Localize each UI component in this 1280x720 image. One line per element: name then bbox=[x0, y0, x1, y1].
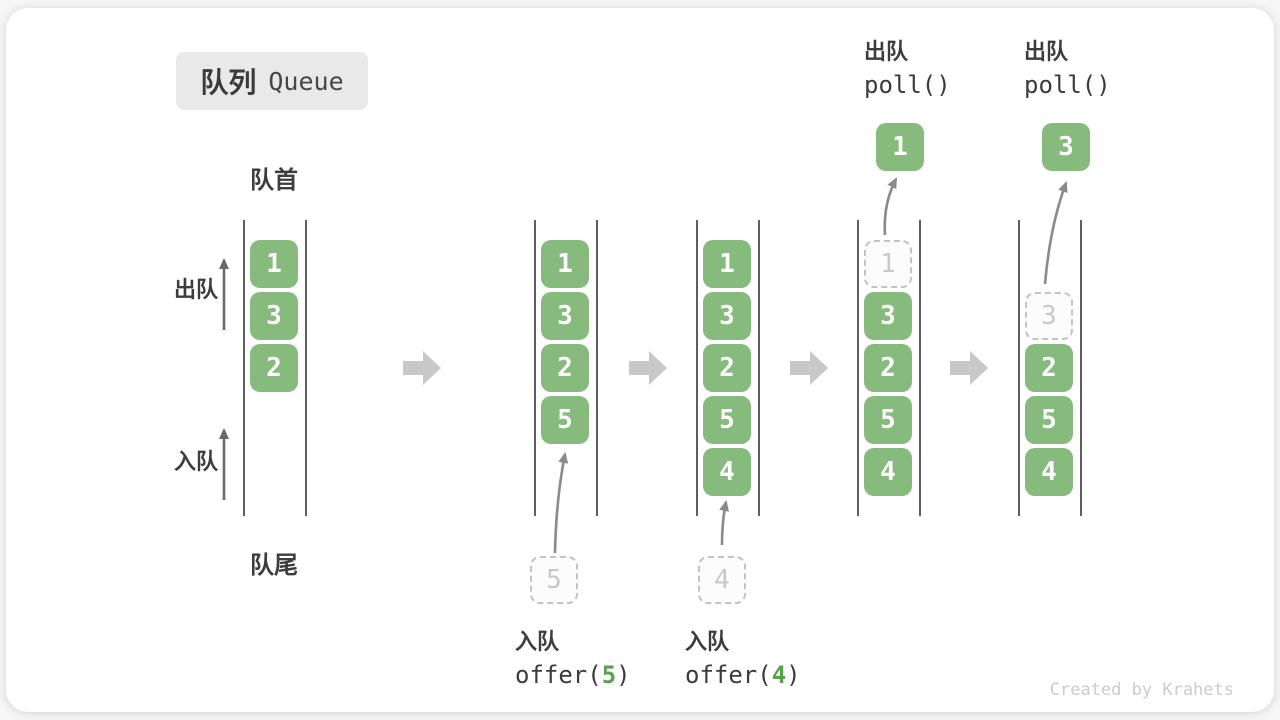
poll-1-caption-code: poll() bbox=[864, 71, 951, 99]
queue-cell: 5 bbox=[864, 396, 912, 444]
queue-cell-dashed: 3 bbox=[1025, 292, 1073, 340]
offer-5-caption: 入队 offer(5) bbox=[515, 626, 631, 692]
diagram-card: 队列 Queue 队首 队尾 出队 入队 出队 poll() 出队 poll()… bbox=[6, 8, 1274, 712]
offer-4-caption-code: offer(4) bbox=[685, 658, 801, 692]
poll-3-caption-action: 出队 bbox=[1024, 39, 1069, 64]
offer-5-caption-action: 入队 bbox=[515, 629, 560, 654]
title-badge: 队列 Queue bbox=[176, 52, 368, 110]
queue-cell: 5 bbox=[541, 396, 589, 444]
code-post: ) bbox=[786, 661, 801, 689]
queue-channel-line-left bbox=[857, 220, 859, 516]
code-arg: 5 bbox=[601, 661, 617, 689]
queue-channel-line-right bbox=[305, 220, 307, 516]
code-pre: offer( bbox=[685, 661, 772, 689]
incoming-item-box: 5 bbox=[530, 556, 578, 604]
queue-channel-line-left bbox=[1018, 220, 1020, 516]
queue-channel-line-right bbox=[1080, 220, 1082, 516]
queue-cell: 3 bbox=[703, 292, 751, 340]
queue-cell: 3 bbox=[541, 292, 589, 340]
code-post: ) bbox=[616, 661, 631, 689]
next-state-block-arrow bbox=[950, 351, 988, 385]
enqueue-curve-arrow bbox=[719, 500, 730, 546]
queue-cell: 4 bbox=[1025, 448, 1073, 496]
code-arg: 4 bbox=[771, 661, 787, 689]
queue-cell: 3 bbox=[864, 292, 912, 340]
polled-item-box: 1 bbox=[876, 123, 924, 171]
next-state-block-arrow bbox=[629, 351, 667, 385]
offer-4-caption: 入队 offer(4) bbox=[685, 626, 801, 692]
queue-cell: 2 bbox=[541, 344, 589, 392]
queue-cell: 1 bbox=[250, 240, 298, 288]
queue-cell-dashed: 1 bbox=[864, 240, 912, 288]
dequeue-curve-arrow bbox=[1043, 181, 1068, 285]
dequeue-label: 出队 bbox=[173, 277, 218, 302]
front-label: 队首 bbox=[250, 167, 298, 194]
code-pre: offer( bbox=[515, 661, 602, 689]
enqueue-curve-arrow bbox=[553, 452, 569, 554]
poll-1-caption-action: 出队 bbox=[864, 39, 909, 64]
watermark: Created by Krahets bbox=[1049, 680, 1234, 700]
queue-cell: 2 bbox=[703, 344, 751, 392]
poll-1-caption: 出队 poll() bbox=[864, 36, 951, 102]
queue-cell: 1 bbox=[541, 240, 589, 288]
queue-channel-line-left bbox=[243, 220, 245, 516]
title-zh: 队列 bbox=[200, 67, 257, 98]
arrows-overlay bbox=[219, 177, 1068, 554]
rear-label: 队尾 bbox=[250, 552, 298, 579]
dequeue-curve-arrow bbox=[883, 177, 898, 236]
queue-cell: 2 bbox=[864, 344, 912, 392]
queue-cell: 1 bbox=[703, 240, 751, 288]
queue-cell: 4 bbox=[703, 448, 751, 496]
queue-cell: 5 bbox=[1025, 396, 1073, 444]
queue-channel-line-right bbox=[758, 220, 760, 516]
offer-4-caption-action: 入队 bbox=[685, 629, 730, 654]
title-en: Queue bbox=[268, 66, 344, 96]
polled-item-box: 3 bbox=[1042, 123, 1090, 171]
next-state-block-arrow bbox=[790, 351, 828, 385]
queue-channel-line-right bbox=[596, 220, 598, 516]
offer-5-caption-code: offer(5) bbox=[515, 658, 631, 692]
queue-channel-line-right bbox=[919, 220, 921, 516]
poll-3-caption: 出队 poll() bbox=[1024, 36, 1111, 102]
incoming-item-box: 4 bbox=[698, 556, 746, 604]
queue-cell: 2 bbox=[1025, 344, 1073, 392]
queue-channel-line-left bbox=[696, 220, 698, 516]
queue-cell: 2 bbox=[250, 344, 298, 392]
enqueue-label: 入队 bbox=[173, 449, 218, 474]
next-state-block-arrow bbox=[403, 351, 441, 385]
poll-3-caption-code: poll() bbox=[1024, 71, 1111, 99]
queue-cell: 4 bbox=[864, 448, 912, 496]
queue-channel-line-left bbox=[534, 220, 536, 516]
queue-cell: 3 bbox=[250, 292, 298, 340]
queue-cell: 5 bbox=[703, 396, 751, 444]
